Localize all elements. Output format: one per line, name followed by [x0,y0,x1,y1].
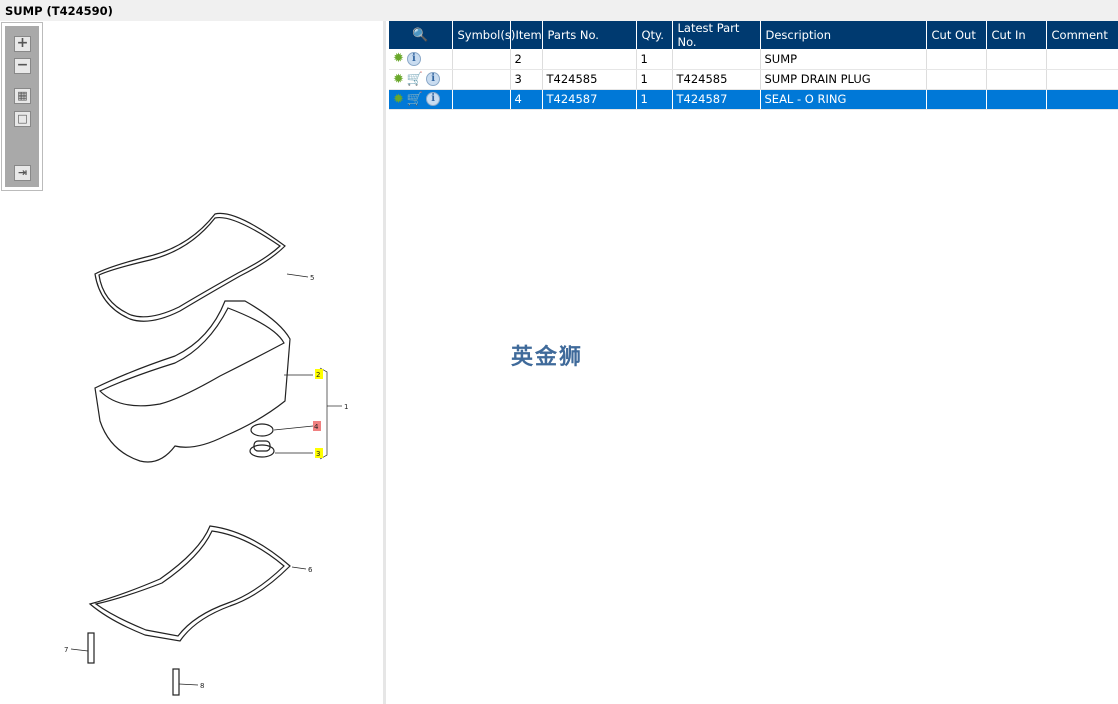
callout-6: 6 [308,566,313,574]
column-description[interactable]: Description [760,21,927,49]
gear-icon[interactable]: ✹ [393,71,404,87]
parts-no-cell [542,49,637,70]
item-cell: 3 [510,69,543,90]
latest-part-cell: T424587 [672,89,761,110]
description-cell: SUMP [760,49,927,70]
column-cut-in[interactable]: Cut In [986,21,1047,49]
diagram-panel: 5 2 1 4 3 6 7 8 + − ▦ □ ⇥ [0,21,386,704]
fit-view-button[interactable]: ▦ [14,88,31,104]
zoom-in-button[interactable]: + [14,36,31,52]
callout-8: 8 [200,682,204,690]
latest-part-cell: T424585 [672,69,761,90]
symbols-cell [452,89,511,110]
column-item[interactable]: Item [510,21,543,49]
export-button[interactable]: ⇥ [14,165,31,181]
item-cell: 2 [510,49,543,70]
column-qty[interactable]: Qty. [636,21,673,49]
callout-2[interactable]: 2 [316,371,320,379]
column-comment[interactable]: Comment [1046,21,1118,49]
lower-gasket [88,525,291,642]
info-icon[interactable]: i [426,72,441,86]
column-parts-no[interactable]: Parts No. [542,21,637,49]
bolt-8 [172,668,180,696]
symbols-cell [452,69,511,90]
grid-header: 🔍 Symbol(s) Item Parts No. Qty. Latest P… [389,21,1118,49]
column-cut-out[interactable]: Cut Out [926,21,987,49]
callout-4[interactable]: 4 [314,423,319,431]
cart-icon[interactable]: 🛒 [406,91,424,107]
search-icon[interactable]: 🔍 [412,27,429,43]
zoom-out-button[interactable]: − [14,58,31,74]
diagram-toolbar: + − ▦ □ ⇥ [1,22,43,191]
table-row[interactable]: ✹i 2 1 SUMP [389,49,1118,70]
sump-pan [94,300,291,463]
callout-1: 1 [344,403,348,411]
parts-no-cell: T424587 [542,89,637,110]
o-ring [250,423,274,437]
qty-cell: 1 [636,89,673,110]
watermark: 英金狮 [511,345,584,370]
description-cell: SUMP DRAIN PLUG [760,69,927,90]
latest-part-cell [672,49,761,70]
item-cell: 4 [510,89,543,110]
column-symbols[interactable]: Symbol(s) [452,21,515,49]
column-latest-part-no[interactable]: Latest Part No. [672,21,761,49]
parts-grid: 🔍 Symbol(s) Item Parts No. Qty. Latest P… [389,21,1118,110]
column-search[interactable]: 🔍 [389,21,453,49]
actual-size-button[interactable]: □ [14,111,31,127]
page-title: SUMP (T424590) [0,0,1118,21]
qty-cell: 1 [636,69,673,90]
upper-gasket [94,212,286,322]
parts-no-cell: T424585 [542,69,637,90]
info-icon[interactable]: i [406,51,421,66]
cart-icon[interactable]: 🛒 [406,71,424,87]
table-row-selected[interactable]: ✹🛒i 4 T424587 1 T424587 SEAL - O RING [389,89,1118,110]
gear-icon[interactable]: ✹ [393,51,404,67]
description-cell: SEAL - O RING [760,89,927,110]
callout-3[interactable]: 3 [316,450,320,458]
bolt-7 [87,632,95,664]
gear-icon[interactable]: ✹ [393,91,404,107]
qty-cell: 1 [636,49,673,70]
table-row[interactable]: ✹🛒i 3 T424585 1 T424585 SUMP DRAIN PLUG [389,69,1118,90]
callout-5: 5 [310,274,314,282]
info-icon[interactable]: i [426,92,441,106]
symbols-cell [452,49,511,70]
exploded-parts-diagram: 5 2 1 4 3 6 7 8 [64,212,348,696]
callout-7: 7 [64,646,68,654]
